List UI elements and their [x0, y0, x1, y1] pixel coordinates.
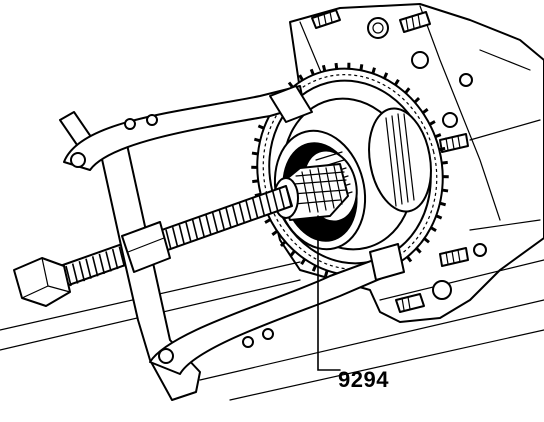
gear-tooth: [252, 179, 259, 184]
gear-tooth: [321, 64, 327, 72]
gear-tooth: [324, 270, 329, 277]
callout-leader: [317, 215, 341, 371]
thread-line: [278, 188, 286, 209]
gear-tooth: [423, 237, 430, 244]
thread-line: [185, 222, 192, 243]
thread-line: [211, 212, 219, 233]
thread-line: [98, 253, 106, 275]
bolt-stud: [311, 9, 469, 313]
callout-label: 9294: [338, 367, 389, 392]
thread-line: [285, 185, 292, 207]
gear-tooth: [298, 74, 304, 82]
thread-line: [258, 195, 266, 216]
gear-tooth: [415, 247, 422, 254]
thread-line: [171, 227, 179, 248]
thread-line: [205, 214, 212, 236]
gear-tooth: [334, 62, 339, 70]
gear-tooth: [435, 214, 443, 220]
thread-line: [265, 193, 272, 214]
thread-line: [225, 207, 232, 229]
gear-tooth: [279, 240, 287, 247]
gear-tooth: [413, 97, 421, 104]
puller-threaded-spindle: [13, 185, 293, 307]
thread-line: [85, 258, 92, 279]
gear-tooth: [359, 64, 364, 71]
gear-tooth: [257, 124, 265, 130]
puller-crossbar: [59, 111, 201, 401]
gear-tooth: [434, 133, 442, 139]
gear-tooth: [441, 188, 449, 193]
thread-line: [251, 197, 259, 219]
thread-line: [71, 263, 79, 284]
thread-line: [245, 200, 252, 221]
thread-line: [105, 251, 112, 272]
gear-tooth: [271, 229, 279, 236]
thread-line: [271, 190, 279, 212]
thread-line: [165, 229, 172, 250]
gear-tooth: [383, 72, 389, 79]
puller-arm-upper: [63, 85, 313, 171]
thread-line: [178, 224, 186, 245]
gear-tooth: [309, 68, 315, 76]
thread-line: [218, 210, 226, 231]
thread-line: [198, 217, 206, 238]
gear-tooth: [264, 218, 272, 224]
gear-tooth: [404, 87, 411, 94]
thread-line: [65, 265, 72, 287]
gear-tooth: [441, 160, 448, 165]
gear-tooth: [300, 258, 306, 266]
thread-line: [231, 205, 239, 226]
gear-tooth: [311, 265, 317, 272]
thread-line: [91, 256, 99, 277]
puller-arm-lower: [149, 243, 405, 375]
gear-tooth: [439, 201, 447, 207]
gear-tooth: [438, 146, 446, 152]
gear-tooth: [421, 108, 429, 115]
spindle-threads: [65, 185, 292, 287]
thread-line: [191, 219, 199, 241]
gear-tooth: [428, 120, 436, 126]
gear-tooth: [406, 255, 413, 263]
gear-tooth: [289, 250, 296, 257]
gear-tooth: [371, 67, 376, 74]
gear-tooth: [430, 226, 437, 232]
thread-line: [78, 260, 86, 282]
thread-line: [118, 246, 126, 267]
gear-tooth: [394, 78, 400, 86]
thread-line: [111, 248, 119, 270]
thread-line: [238, 202, 246, 224]
gear-tooth: [251, 151, 259, 156]
gear-tooth: [253, 137, 261, 143]
